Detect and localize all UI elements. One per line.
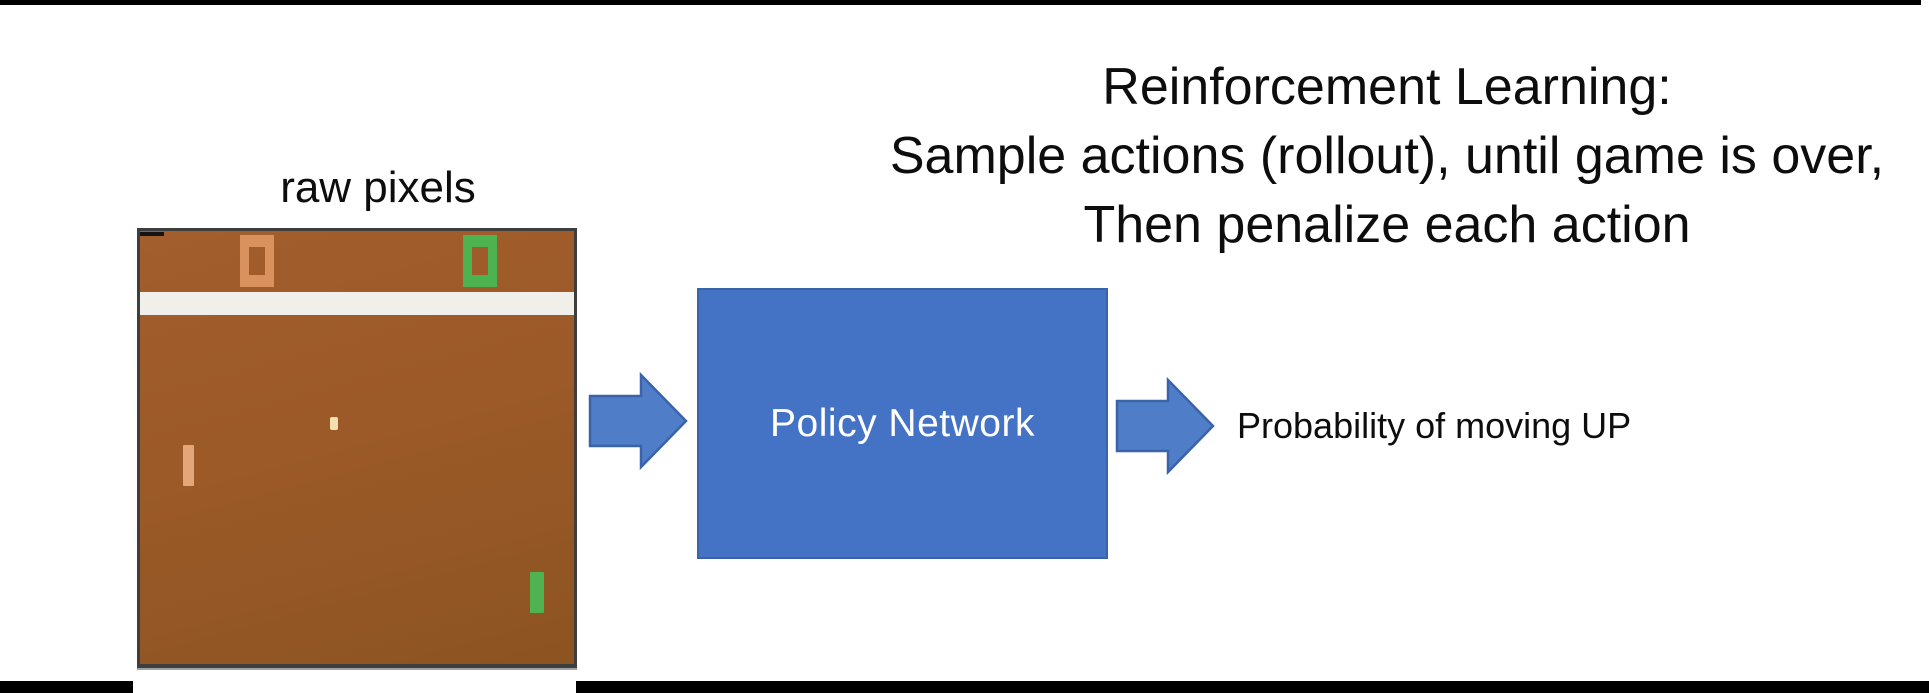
input-arrow-icon (588, 371, 688, 471)
slide-bottom-border-left (0, 681, 133, 693)
title-line-3: Then penalize each action (1083, 196, 1691, 254)
pong-right-score-zero (463, 235, 497, 287)
policy-network-box: Policy Network (697, 288, 1108, 559)
pong-right-paddle (530, 572, 544, 613)
title-line-1: Reinforcement Learning: (1102, 58, 1672, 116)
slide-bottom-border-right (576, 681, 1929, 693)
pong-white-stripe (140, 292, 574, 315)
probability-output-label: Probability of moving UP (1237, 405, 1632, 446)
output-arrow-icon (1115, 376, 1215, 476)
title-line-2: Sample actions (rollout), until game is … (889, 127, 1885, 185)
pong-game-image (137, 228, 577, 668)
slide-top-border (0, 0, 1921, 5)
policy-network-label: Policy Network (770, 401, 1035, 445)
pong-top-left-mark (140, 232, 164, 236)
raw-pixels-caption: raw pixels (280, 163, 476, 212)
pong-ball (330, 417, 338, 430)
pong-left-paddle (183, 445, 194, 486)
slide-title: Reinforcement Learning: Sample actions (… (845, 53, 1929, 260)
pong-left-score-zero (240, 235, 274, 287)
